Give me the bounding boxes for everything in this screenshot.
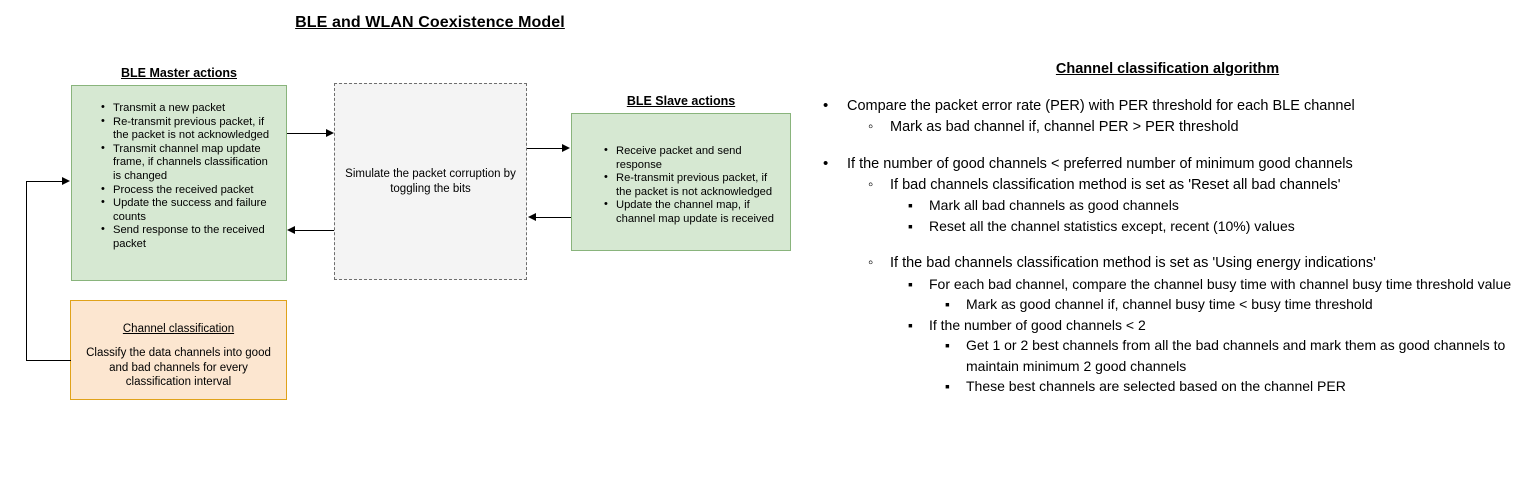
algorithm-item-text: If bad channels classification method is…	[890, 176, 1341, 193]
arrow-middle-to-master-head	[287, 225, 295, 234]
square-bullet-icon	[945, 335, 950, 356]
circle-bullet-icon	[868, 253, 873, 274]
list-item: Send response to the received packet	[100, 223, 278, 251]
list-item: Transmit a new packet	[100, 101, 278, 116]
square-bullet-icon	[908, 216, 913, 237]
feedback-loop-vertical-segment	[26, 181, 27, 361]
list-item: Re-transmit previous packet, if the pack…	[603, 171, 782, 199]
channel-classification-body: Classify the data channels into good and…	[86, 347, 271, 388]
list-item: Update the success and failure counts	[100, 196, 278, 224]
ble-master-heading: BLE Master actions	[120, 66, 237, 80]
algorithm-item: If the number of good channels < 2	[908, 315, 1531, 336]
feedback-loop-arrow-head	[62, 176, 70, 185]
algorithm-item-text: Reset all the channel statistics except,…	[929, 217, 1295, 234]
square-bullet-icon	[908, 274, 913, 295]
arrow-slave-to-middle-line	[536, 217, 571, 218]
algorithm-list: Compare the packet error rate (PER) with…	[815, 96, 1531, 397]
algorithm-item: Get 1 or 2 best channels from all the ba…	[945, 335, 1531, 376]
disc-bullet-icon	[823, 154, 828, 175]
feedback-loop-bottom-segment	[26, 360, 71, 361]
circle-bullet-icon	[868, 175, 873, 196]
square-bullet-icon	[908, 195, 913, 216]
algorithm-item: Mark all bad channels as good channels	[908, 195, 1531, 216]
list-item: Receive packet and send response	[603, 144, 782, 172]
algorithm-item-text: If the bad channels classification metho…	[890, 255, 1376, 271]
algorithm-item: These best channels are selected based o…	[945, 376, 1531, 397]
algorithm-item-text: These best channels are selected based o…	[966, 378, 1346, 394]
arrow-master-to-middle-line	[287, 133, 327, 134]
algorithm-item: If the bad channels classification metho…	[868, 253, 1531, 274]
feedback-loop-top-segment	[26, 181, 63, 182]
packet-corruption-box: Simulate the packet corruption by toggli…	[334, 83, 527, 280]
algorithm-title: Channel classification algorithm	[1055, 61, 1280, 77]
algorithm-item: If bad channels classification method is…	[868, 175, 1531, 196]
algorithm-item-text: Get 1 or 2 best channels from all the ba…	[966, 337, 1506, 374]
list-item: Re-transmit previous packet, if the pack…	[100, 115, 278, 143]
arrow-middle-to-master-line	[295, 230, 334, 231]
algorithm-item: Reset all the channel statistics except,…	[908, 216, 1531, 237]
channel-classification-box: Channel classification Classify the data…	[70, 300, 287, 400]
disc-bullet-icon	[823, 96, 828, 117]
algorithm-item: If the number of good channels < preferr…	[823, 154, 1531, 175]
algorithm-item-text: For each bad channel, compare the channe…	[929, 275, 1512, 292]
algorithm-item-text: If the number of good channels < preferr…	[847, 156, 1353, 172]
list-item: Process the received packet	[100, 183, 278, 198]
channel-classification-title: Channel classification	[122, 323, 235, 335]
circle-bullet-icon	[868, 117, 873, 138]
square-bullet-icon	[908, 315, 913, 336]
square-bullet-icon	[945, 376, 950, 397]
algorithm-item-text: Mark all bad channels as good channels	[929, 197, 1179, 213]
algorithm-item-text: If the number of good channels < 2	[929, 316, 1146, 333]
algorithm-item-text: Compare the packet error rate (PER) with…	[847, 98, 1355, 114]
arrow-master-to-middle-head	[326, 128, 334, 137]
ble-master-actions-box: Transmit a new packet Re-transmit previo…	[71, 85, 287, 281]
arrow-middle-to-slave-line	[527, 148, 563, 149]
square-bullet-icon	[945, 294, 950, 315]
algorithm-item-text: Mark as bad channel if, channel PER > PE…	[890, 118, 1239, 135]
algorithm-item: For each bad channel, compare the channe…	[908, 274, 1531, 295]
packet-corruption-text: Simulate the packet corruption by toggli…	[345, 167, 516, 195]
ble-slave-heading: BLE Slave actions	[626, 94, 736, 108]
algorithm-item-text: Mark as good channel if, channel busy ti…	[966, 296, 1373, 312]
ble-slave-action-list: Receive packet and send response Re-tran…	[603, 144, 782, 227]
list-item: Update the channel map, if channel map u…	[603, 198, 782, 226]
ble-slave-actions-box: Receive packet and send response Re-tran…	[571, 113, 791, 251]
ble-master-action-list: Transmit a new packet Re-transmit previo…	[100, 101, 278, 252]
algorithm-item: Compare the packet error rate (PER) with…	[823, 96, 1531, 117]
arrow-middle-to-slave-head	[562, 143, 570, 152]
list-item: Transmit channel map update frame, if ch…	[100, 142, 278, 184]
algorithm-item: Mark as bad channel if, channel PER > PE…	[868, 117, 1531, 138]
arrow-slave-to-middle-head	[528, 212, 536, 221]
algorithm-item: Mark as good channel if, channel busy ti…	[945, 294, 1531, 315]
page-title: BLE and WLAN Coexistence Model	[295, 14, 565, 31]
